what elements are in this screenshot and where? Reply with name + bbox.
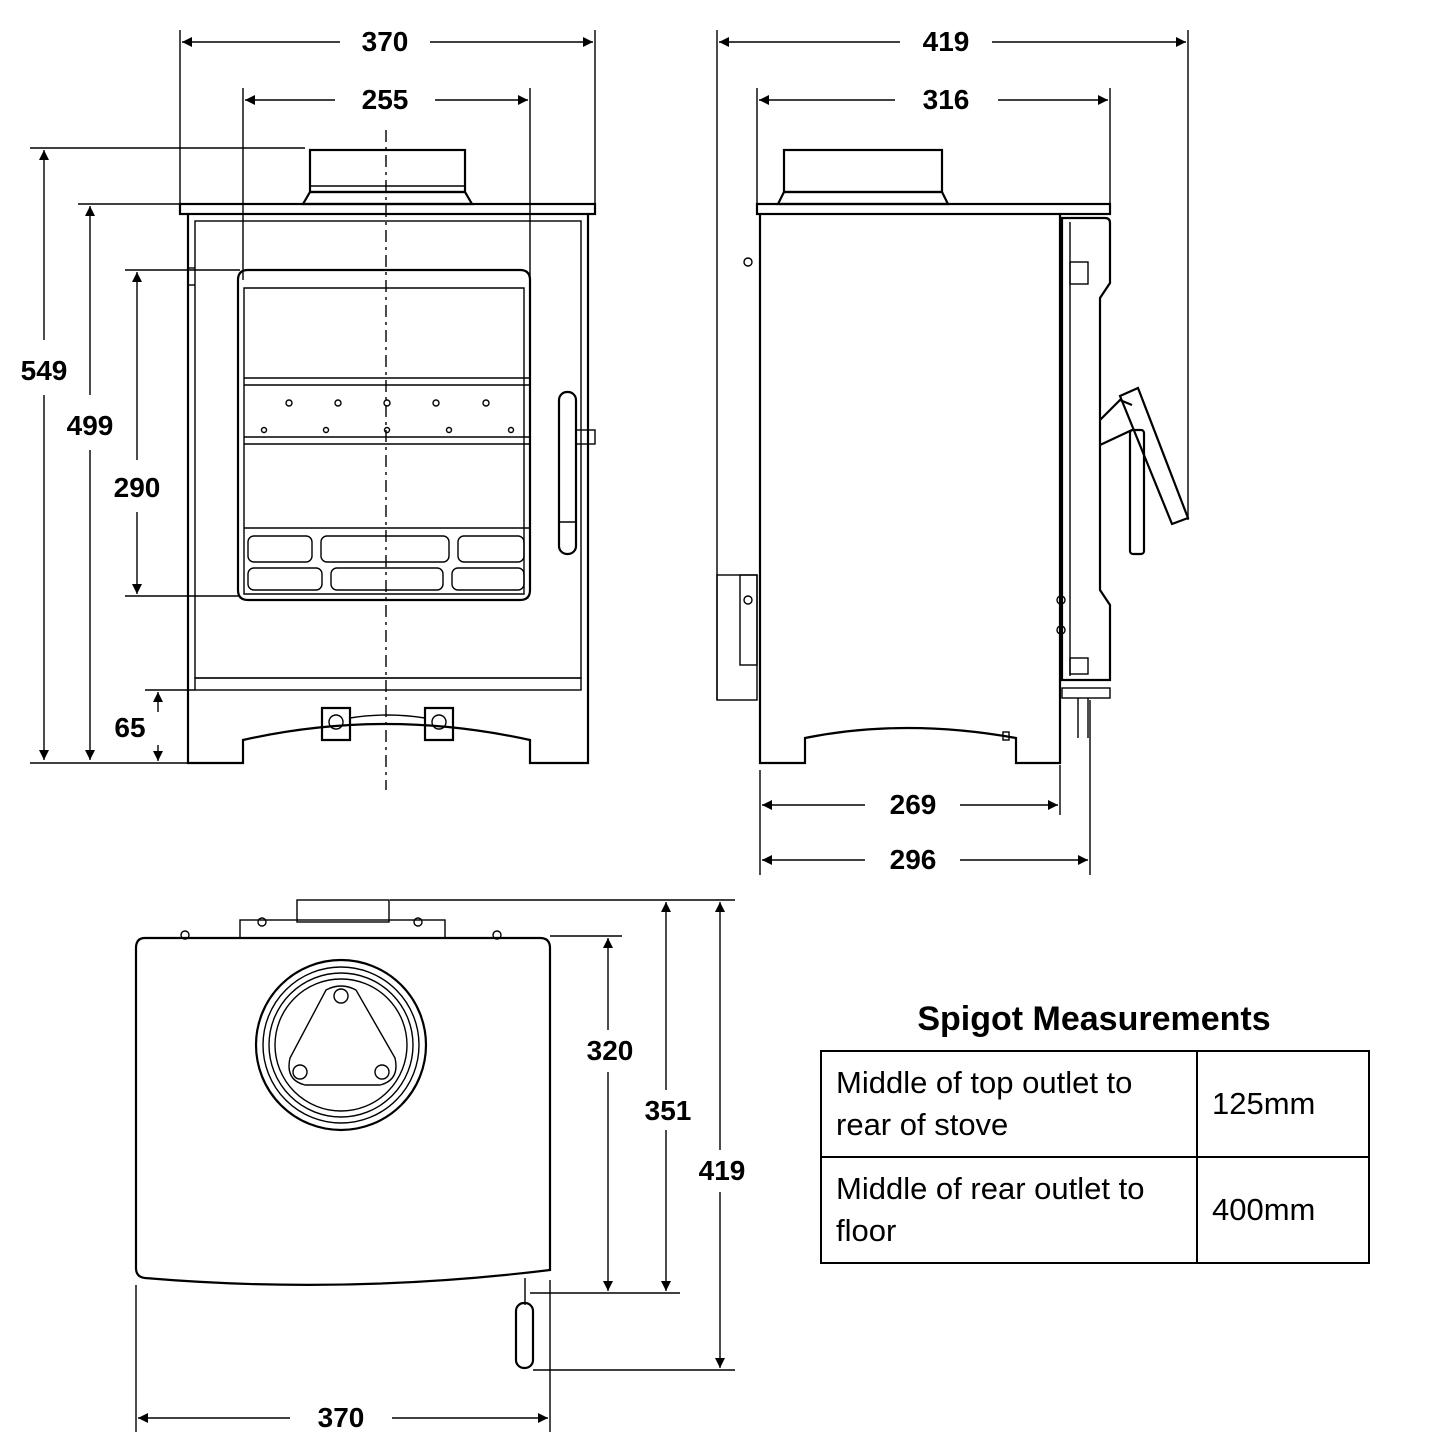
side-depth-top-label: 316	[923, 84, 970, 115]
front-flue-collar	[301, 148, 474, 206]
side-depth-overall-label: 419	[923, 26, 970, 57]
side-depth-body-dimension: 296	[762, 700, 1091, 875]
spigot-measurements-title: Spigot Measurements	[917, 1000, 1271, 1038]
side-door-handle	[1099, 386, 1190, 556]
top-stove-body	[134, 936, 552, 1286]
front-height-total-label: 549	[21, 355, 68, 386]
front-width-inner-label: 255	[362, 84, 409, 115]
top-depth-body-label: 351	[645, 1095, 692, 1126]
top-door-handle	[514, 1278, 535, 1370]
front-height-body-label: 499	[67, 410, 114, 441]
front-width-inner-dimension: 255	[242, 84, 531, 280]
front-height-window-dimension: 290	[114, 269, 240, 597]
front-glass-window	[236, 268, 532, 602]
spigot-row-description: Middle of rear outlet to floor	[820, 1156, 1198, 1264]
airwash-holes	[260, 399, 515, 434]
front-height-total-dimension: 549	[21, 147, 305, 760]
side-depth-overall-dimension: 419	[716, 26, 1189, 700]
side-view: 419 316	[716, 26, 1190, 875]
side-depth-base-label: 269	[890, 789, 937, 820]
top-depth-overall-label: 419	[699, 1155, 746, 1186]
front-height-body-dimension: 499	[67, 203, 182, 760]
front-door-handle	[557, 390, 596, 556]
side-flue-collar	[776, 148, 950, 206]
side-depth-body-label: 296	[890, 844, 937, 875]
side-depth-top-dimension: 316	[756, 84, 1111, 212]
spigot-row-value: 400mm	[1196, 1156, 1370, 1264]
top-flue-outlet	[254, 958, 428, 1132]
side-stove-body	[716, 202, 1112, 765]
top-view: 320 351 419 370	[134, 899, 746, 1433]
table-row: Middle of rear outlet to floor 400mm	[820, 1156, 1370, 1264]
top-width-dimension: 370	[135, 1280, 551, 1433]
spigot-measurements-table: Middle of top outlet to rear of stove 12…	[820, 1050, 1370, 1264]
side-depth-base-dimension: 269	[759, 765, 1061, 875]
front-air-controls	[320, 706, 455, 742]
table-row: Middle of top outlet to rear of stove 12…	[820, 1050, 1370, 1158]
top-depth-body-dimension: 351	[390, 899, 735, 1291]
front-width-overall-dimension: 370	[179, 26, 596, 210]
side-door	[1056, 216, 1112, 738]
spigot-row-description: Middle of top outlet to rear of stove	[820, 1050, 1198, 1158]
front-height-window-label: 290	[114, 472, 161, 503]
top-depth-outlet-label: 320	[587, 1035, 634, 1066]
top-depth-overall-dimension: 419	[533, 902, 746, 1371]
fire-grate-bars	[244, 527, 530, 591]
spigot-row-value: 125mm	[1196, 1050, 1370, 1158]
top-depth-outlet-dimension: 320	[530, 935, 680, 1294]
front-height-legs-label: 65	[114, 712, 145, 743]
top-rear-flue	[180, 899, 502, 940]
front-height-legs-dimension: 65	[30, 689, 240, 764]
front-view: 370 255 549 499 290	[21, 26, 597, 790]
top-width-label: 370	[318, 1402, 365, 1433]
front-width-overall-label: 370	[362, 26, 409, 57]
